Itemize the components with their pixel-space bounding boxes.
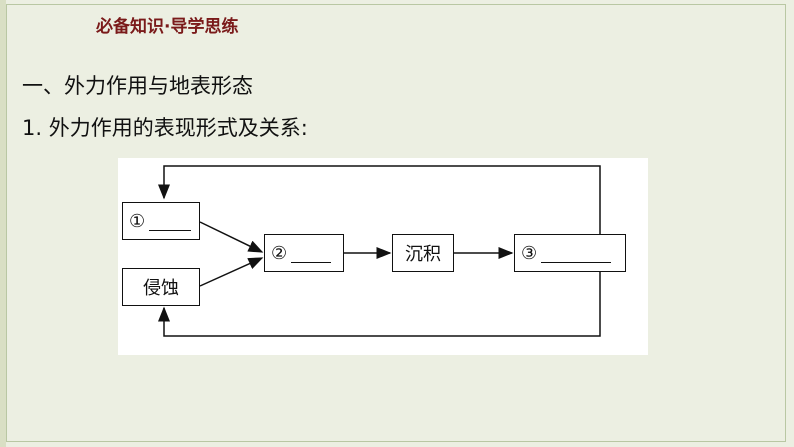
- left-decor-bar: [0, 0, 6, 447]
- box-deposition-label: 沉积: [405, 244, 441, 265]
- slide-frame: [6, 4, 786, 442]
- box-erosion: 侵蚀: [122, 268, 200, 306]
- blank-1-line: [149, 212, 192, 231]
- box-blank-1: ①: [122, 202, 200, 240]
- arrow-1-to-2: [199, 221, 264, 253]
- box-blank-2: ②: [264, 234, 344, 272]
- arrow-loop-bottom: [158, 272, 601, 337]
- blank-3-line: [541, 244, 612, 263]
- diagram-arrows: [158, 165, 601, 337]
- box-blank-3: ③: [514, 234, 626, 272]
- box-1-label: ①: [129, 210, 146, 232]
- slide-header: 必备知识·导学思练: [96, 17, 239, 37]
- arrow-erosion-to-2: [199, 257, 264, 287]
- box-erosion-label: 侵蚀: [143, 278, 179, 299]
- box-3-label: ③: [521, 242, 538, 264]
- arrow-loop-top: [158, 165, 601, 234]
- section-heading: 一、外力作用与地表形态: [22, 74, 253, 98]
- blank-2-line: [291, 244, 332, 263]
- section-subheading: 1. 外力作用的表现形式及关系:: [22, 116, 308, 140]
- process-diagram: ① 侵蚀 ② 沉积 ③: [118, 158, 648, 355]
- box-2-label: ②: [271, 242, 288, 264]
- box-deposition: 沉积: [392, 234, 454, 272]
